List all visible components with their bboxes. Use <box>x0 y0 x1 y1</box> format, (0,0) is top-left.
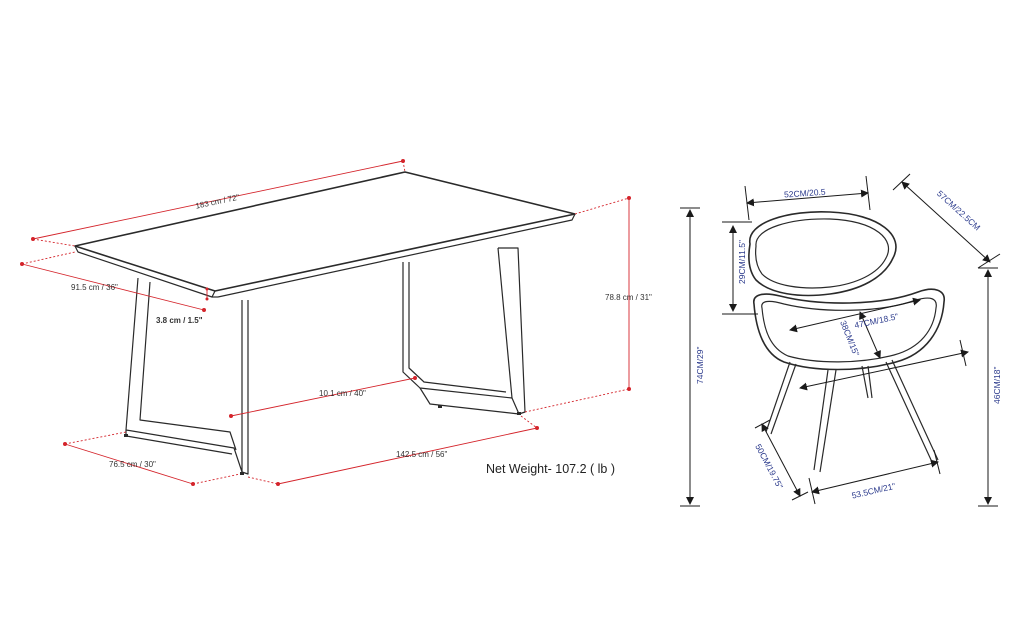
chair-backrest <box>748 210 897 297</box>
net-weight-label: Net Weight- 107.2 ( lb ) <box>486 462 615 476</box>
table-length-label: 183 cm / 72" <box>195 193 241 211</box>
table-drawing <box>74 171 576 475</box>
table-base-length-label: 142.5 cm / 56" <box>396 450 447 459</box>
table-left-leg-frame <box>125 277 243 473</box>
chair-seat-shell <box>753 288 945 371</box>
table-height-label: 78.8 cm / 31" <box>605 293 652 302</box>
table-top-thickness-label: 3.8 cm / 1.5" <box>156 316 203 325</box>
table-dimensions <box>20 159 631 486</box>
chair-back-width-label: 52CM/20.5 <box>784 187 826 200</box>
chair-overall-height-label: 74CM/29" <box>695 346 705 384</box>
chair-drawing <box>748 210 945 473</box>
table-leg-clearance-label: 10.1 cm / 40" <box>319 389 366 398</box>
chair-base-depth-label: 50CM/19.75" <box>753 442 785 490</box>
table-right-leg-frame <box>402 247 513 399</box>
table-base-depth-label: 76.5 cm / 30" <box>109 460 156 469</box>
table-depth-label: 91.5 cm / 36" <box>71 283 118 292</box>
chair-base-width-label: 53.5CM/21" <box>851 481 897 501</box>
chair-back-height-label: 29CM/11.5" <box>737 240 747 284</box>
chair-overall-depth-label: 57CM/22.5CM <box>935 188 982 232</box>
chair-dimensions <box>680 173 1001 507</box>
chair-seat-height-label: 46CM/18" <box>992 366 1002 404</box>
